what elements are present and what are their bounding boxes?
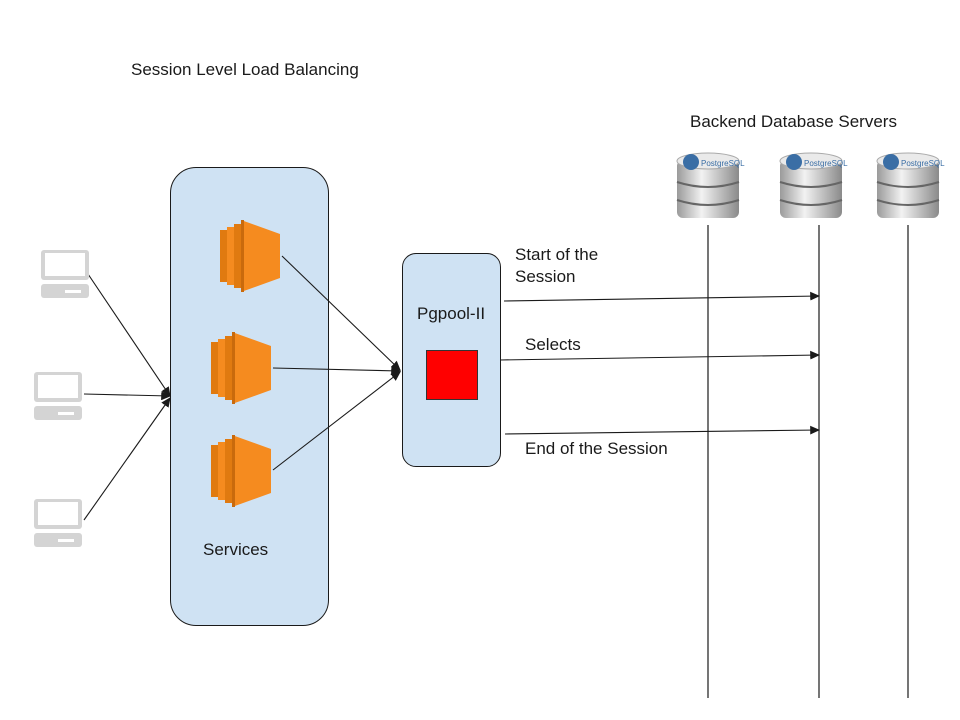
service-arrow-3 <box>272 371 401 471</box>
svg-text:PostgreSQL: PostgreSQL <box>701 159 745 168</box>
message-arrow-start <box>503 291 821 302</box>
message-label-start-1: Start of the <box>515 245 599 264</box>
svg-text:PostgreSQL: PostgreSQL <box>901 159 945 168</box>
client-arrow-1 <box>87 273 171 397</box>
message-arrow-selects <box>499 350 821 361</box>
laptop-icon <box>34 372 82 420</box>
postgresql-database-icon: PostgreSQL <box>779 152 848 218</box>
message-arrow-end <box>504 425 821 435</box>
postgresql-database-icon: PostgreSQL <box>676 152 745 218</box>
pgpool-label: Pgpool-II <box>417 304 486 323</box>
message-label-start-2: Session <box>515 267 576 286</box>
laptop-icon <box>34 499 82 547</box>
aws-ec2-instance-icon <box>211 435 271 507</box>
laptop-icon <box>41 250 89 298</box>
client-arrow-2 <box>83 391 172 401</box>
service-arrow-2 <box>272 366 402 376</box>
svg-text:PostgreSQL: PostgreSQL <box>804 159 848 168</box>
backend-label: Backend Database Servers <box>690 112 897 131</box>
message-label-selects: Selects <box>525 335 581 354</box>
service-arrow-1 <box>281 255 401 371</box>
client-arrow-3 <box>83 397 171 521</box>
aws-ec2-instance-icon <box>220 220 280 292</box>
message-label-end: End of the Session <box>525 439 668 458</box>
postgresql-database-icon: PostgreSQL <box>876 152 945 218</box>
aws-ec2-instance-icon <box>211 332 271 404</box>
services-label: Services <box>203 540 269 559</box>
pgpool-indicator <box>426 350 478 400</box>
diagram-title: Session Level Load Balancing <box>131 60 359 79</box>
